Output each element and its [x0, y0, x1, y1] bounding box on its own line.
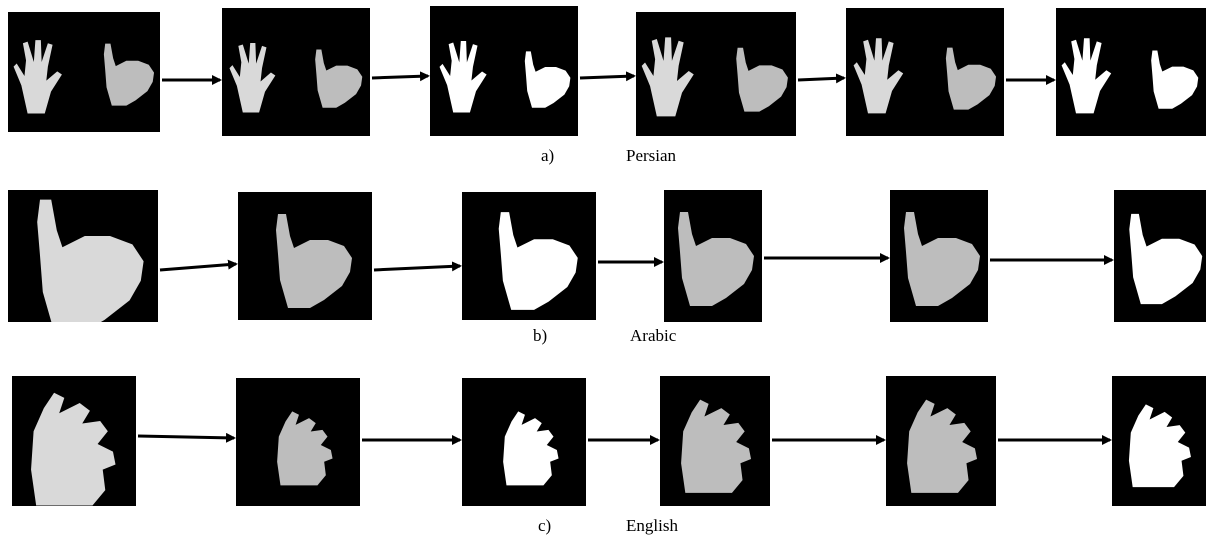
panel-b6 [1114, 190, 1206, 322]
panel-c6 [1112, 376, 1206, 506]
row-b: b) Arabic [0, 180, 1213, 360]
caption-a-letter: a) [541, 146, 555, 165]
panel-c2 [236, 378, 360, 506]
panel-c3 [462, 378, 586, 506]
panel-a4 [636, 12, 796, 136]
panel-a5 [846, 8, 1004, 136]
panel-c4 [660, 376, 770, 506]
row-c: c) English [0, 370, 1213, 538]
caption-a-label: Persian [626, 146, 677, 165]
caption-b-letter: b) [533, 326, 548, 345]
row-a: a) Persian [0, 0, 1213, 170]
panel-b1 [8, 190, 158, 322]
panel-b4 [664, 190, 762, 322]
panel-b5 [890, 190, 988, 322]
panel-b2 [238, 192, 372, 320]
panel-c1 [12, 376, 136, 506]
panel-c5 [886, 376, 996, 506]
panel-a6 [1056, 8, 1206, 136]
caption-c-label: English [626, 516, 678, 535]
panel-b3 [462, 192, 596, 320]
panel-a2 [222, 8, 370, 136]
panel-a1 [8, 12, 160, 132]
panel-a3 [430, 6, 578, 136]
caption-b-label: Arabic [630, 326, 677, 345]
caption-c-letter: c) [538, 516, 552, 535]
